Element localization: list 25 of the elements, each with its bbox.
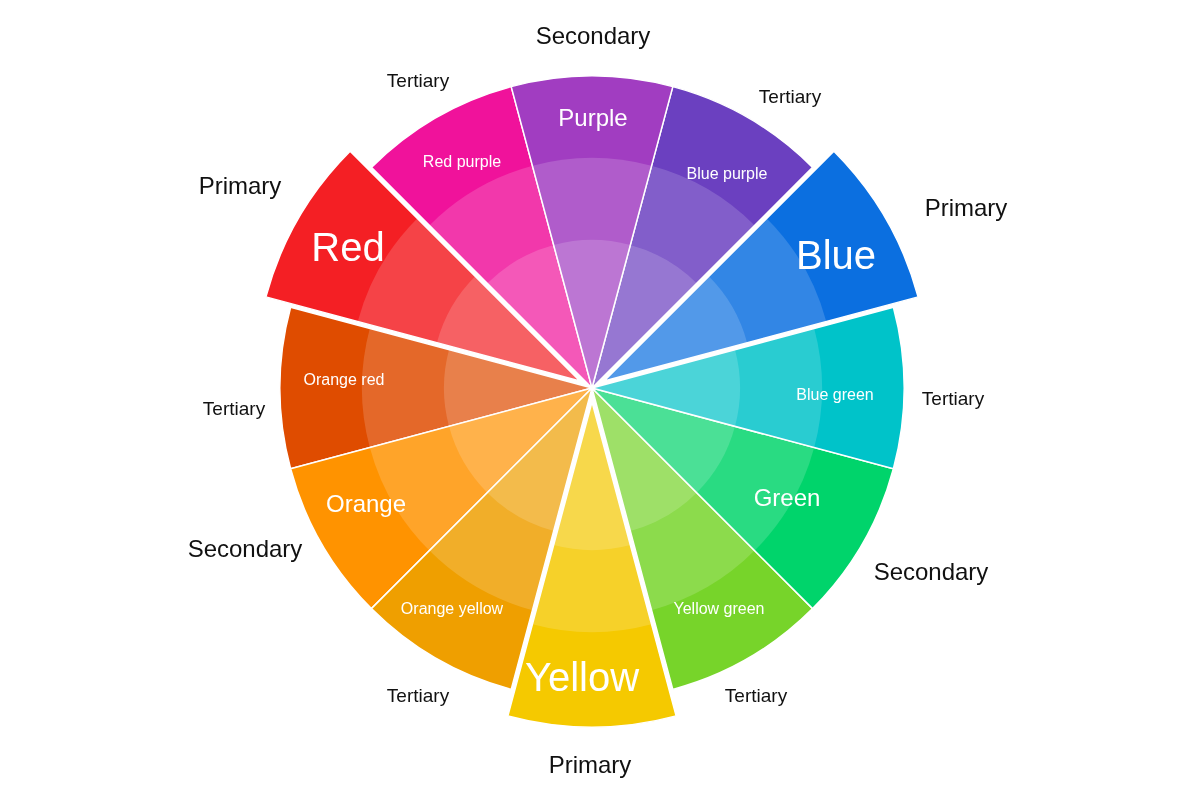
color-category-label: Tertiary	[758, 86, 822, 106]
color-category-label: Tertiary	[921, 388, 985, 408]
color-category-label: Primary	[198, 174, 282, 198]
color-category-label: Tertiary	[202, 398, 266, 418]
color-name: Blue green	[796, 387, 874, 403]
color-category-label: Tertiary	[386, 70, 450, 90]
color-name: Red purple	[422, 154, 502, 170]
color-category-label: Secondary	[187, 537, 303, 561]
color-category-label: Tertiary	[386, 685, 450, 705]
color-category-label: Secondary	[873, 560, 989, 584]
color-name: Blue	[795, 235, 877, 275]
color-name: Purple	[558, 106, 628, 130]
color-category-label: Primary	[548, 753, 632, 777]
color-category-label: Primary	[924, 196, 1008, 220]
color-name: Orange	[325, 492, 407, 516]
color-name: Yellow green	[673, 601, 765, 617]
color-name: Green	[753, 486, 821, 510]
color-category-label: Tertiary	[724, 685, 788, 705]
color-name: Orange yellow	[400, 601, 504, 617]
color-wedge	[510, 75, 674, 389]
color-name: Red	[311, 227, 385, 267]
color-category-label: Secondary	[535, 24, 651, 48]
color-name: Blue purple	[686, 166, 768, 182]
color-name: Orange red	[303, 372, 385, 388]
color-name: Yellow	[524, 657, 640, 697]
